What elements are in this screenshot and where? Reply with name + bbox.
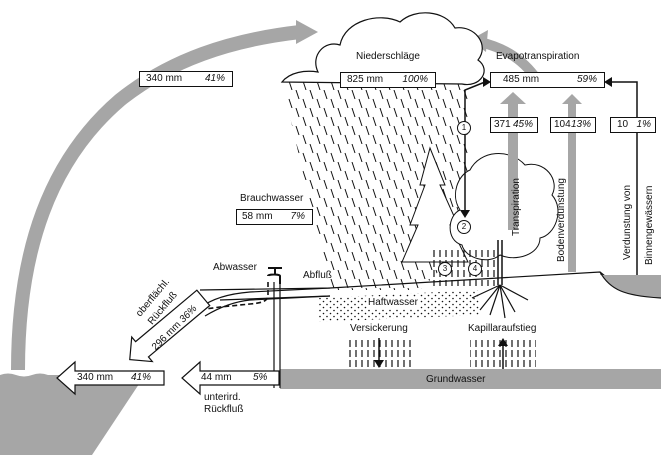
evapotranspiration-mm: 485 mm	[503, 74, 540, 85]
precipitation-pct: 100%	[402, 74, 428, 85]
infiltration-arrow	[374, 360, 384, 368]
underground-return-label-2: Rückfluß	[204, 404, 244, 415]
runoff-label: Abfluß	[303, 270, 332, 281]
service-water-box: 58 mm 7%	[236, 209, 313, 225]
precipitation-label: Niederschläge	[356, 51, 420, 62]
underground-return-arrow	[181, 360, 280, 396]
evapotranspiration-label: Evapotranspiration	[496, 51, 580, 62]
deciduous-tree-icon	[449, 153, 559, 261]
tree-roots-icon	[471, 284, 529, 319]
groundwater-label: Grundwasser	[426, 374, 486, 385]
total-return-pct: 41%	[131, 372, 152, 383]
cloud-icon	[280, 12, 485, 86]
inland-evaporation-mm: 10	[617, 119, 629, 130]
service-water-mm: 58 mm	[242, 211, 273, 222]
evaporation-from-sea-arc	[11, 25, 301, 371]
arc-arrowhead	[296, 20, 318, 44]
underground-return-label-1: unterird.	[204, 392, 241, 403]
marker-4: 4	[468, 262, 482, 276]
precipitation-box: 825 mm 100%	[340, 72, 436, 88]
transpiration-label: Transpiration	[511, 178, 522, 236]
soil-evaporation-box: 104 13%	[550, 117, 596, 133]
transpiration-pct: 45%	[512, 119, 533, 130]
groundwater-band	[280, 369, 661, 389]
service-water-pct: 7%	[290, 211, 305, 222]
infiltration-hatch	[348, 338, 414, 370]
precipitation-mm: 825 mm	[347, 74, 384, 85]
evapotranspiration-box: 485 mm 59%	[490, 72, 605, 88]
evapotranspiration-pct: 59%	[576, 74, 597, 85]
inland-evaporation-label-2: Binnengewässern	[644, 185, 655, 266]
total-return-arrow	[56, 360, 165, 396]
transpiration-flow	[508, 102, 518, 230]
inland-evaporation-line	[610, 81, 638, 275]
atmosphere-return-box: 340 mm 41%	[139, 71, 233, 87]
soil-evaporation-label: Bodenverdunstung	[556, 178, 567, 262]
soil-evaporation-mm: 104	[554, 119, 571, 130]
wastewater-dashed-path	[197, 282, 269, 311]
infiltration-label: Versickerung	[350, 323, 408, 334]
underground-return-mm: 44 mm	[201, 372, 232, 383]
faucet-icon	[267, 267, 282, 284]
soil-evaporation-flow	[568, 102, 576, 272]
surface-return-arrow	[129, 289, 211, 363]
marker-1: 1	[457, 121, 471, 135]
inland-evaporation-label-1: Verdunstung von	[622, 184, 633, 260]
transpiration-mm: 371	[494, 119, 511, 130]
capillary-arrow	[498, 338, 508, 346]
marker-2: 2	[457, 220, 471, 234]
soil-evaporation-pct: 13%	[570, 119, 591, 130]
capillary-rise-label: Kapillaraufstieg	[468, 323, 537, 334]
inland-evaporation-box: 10 1%	[610, 117, 656, 133]
atmosphere-return-pct: 41%	[204, 73, 225, 84]
interception-line	[464, 81, 486, 215]
transpiration-box: 371 45%	[490, 117, 538, 133]
inland-lake	[600, 272, 661, 298]
atmosphere-return-mm: 340 mm	[146, 73, 183, 84]
underground-return-pct: 5%	[253, 372, 268, 383]
sea	[0, 373, 145, 455]
marker-3: 3	[438, 262, 452, 276]
total-return-mm: 340 mm	[77, 372, 114, 383]
wastewater-label: Abwasser	[213, 262, 257, 273]
adhesive-water-label: Haftwasser	[367, 297, 420, 309]
inland-evaporation-pct: 1%	[636, 119, 651, 130]
service-water-label: Brauchwasser	[240, 193, 304, 204]
